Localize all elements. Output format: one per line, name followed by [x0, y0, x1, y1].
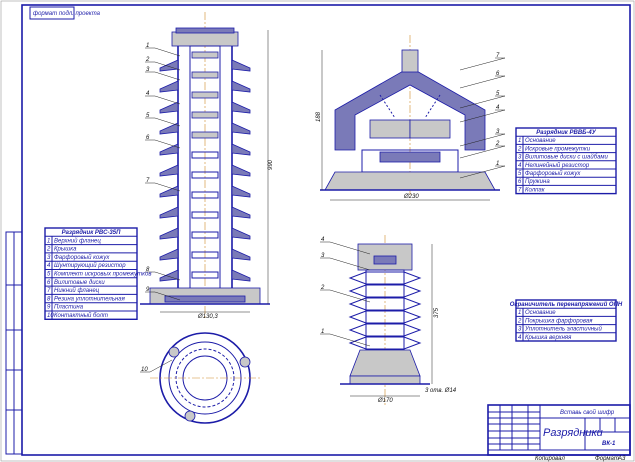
callout-opn-1: 4 — [321, 237, 325, 243]
row-number: 6 — [518, 179, 522, 185]
dim-d1: Ø130,3 990 — [160, 30, 274, 320]
row-number: 4 — [47, 263, 51, 269]
row-label: Нелинейный резистор — [525, 162, 590, 169]
svg-text:Ø170: Ø170 — [377, 398, 393, 404]
row-label: Контактный болт — [54, 312, 108, 319]
svg-text:Ø130,3: Ø130,3 — [197, 314, 218, 320]
callout-dome-3: 5 — [496, 91, 500, 97]
row-label: Основание — [525, 310, 556, 316]
callout-labels: 1 2 3 4 5 6 7 8 9 10 7 6 5 4 3 2 1 4 3 2 1 — [140, 43, 506, 373]
row-number: 6 — [47, 280, 51, 286]
row-number: 10 — [47, 313, 54, 319]
callout-left-2: 2 — [145, 57, 150, 63]
row-label: Покрышка фарфоровая — [525, 318, 593, 324]
row-number: 5 — [47, 272, 51, 278]
row-label: Искровые промежутки — [525, 146, 591, 152]
sheet-designation: ВК-1 — [602, 441, 616, 447]
row-number: 5 — [518, 171, 522, 177]
row-number: 2 — [517, 318, 522, 324]
svg-text:Копировал: Копировал — [535, 456, 565, 462]
callout-dome-2: 6 — [496, 71, 500, 77]
svg-text:А3: А3 — [617, 456, 626, 462]
callout-left-9: 9 — [146, 287, 150, 293]
svg-text:375: 375 — [434, 307, 440, 318]
svg-text:990: 990 — [268, 159, 274, 170]
callout-left-1: 1 — [146, 43, 149, 49]
row-label: Резина уплотнительная — [54, 296, 126, 302]
row-number: 7 — [47, 288, 51, 294]
row-number: 1 — [518, 138, 521, 144]
table-title: Разрядник РВВБ-4У — [536, 130, 597, 136]
document-code: Вставь свой шифр — [560, 409, 615, 416]
row-number: 1 — [518, 310, 521, 316]
row-label: Шунтирующий резистор — [54, 262, 126, 269]
svg-text:3 отв. Ø14: 3 отв. Ø14 — [425, 388, 457, 394]
row-label: Вилитовые диски с шайбами — [525, 154, 609, 161]
row-label: Уплотнитель эластичный — [524, 326, 602, 333]
row-number: 1 — [47, 238, 50, 244]
title-block: Вставь свой шифр Разрядники ВК-1 Копиров… — [487, 404, 631, 462]
row-label: Колпак — [525, 187, 546, 193]
table-title: Разрядник РВС-35П — [62, 230, 121, 236]
svg-text:Формат: Формат — [595, 456, 619, 462]
callout-left-5: 5 — [146, 113, 150, 119]
svg-text:188: 188 — [316, 111, 322, 122]
callout-dome-7: 1 — [496, 161, 499, 167]
row-label: Крышка верхняя — [525, 335, 572, 341]
callout-dome-6: 2 — [495, 141, 500, 147]
callout-left-10: 10 — [141, 367, 148, 373]
row-label: Верхний фланец — [54, 237, 101, 244]
svg-text:Ø230: Ø230 — [403, 194, 419, 200]
row-label: Комплект искровых промежутков — [54, 272, 152, 278]
row-number: 4 — [518, 335, 522, 341]
row-label: Нижний фланец — [54, 287, 100, 294]
drawing-title: Разрядники — [543, 427, 603, 439]
stamp-text: формат подл. проекта — [33, 11, 101, 17]
row-label: Пластина — [54, 305, 84, 311]
callout-left-4: 4 — [146, 91, 150, 97]
row-number: 4 — [518, 163, 522, 169]
spec-table-3: Ограничитель перенапряжений ОПН 1 Основани… — [510, 299, 623, 342]
row-number: 8 — [47, 296, 51, 302]
table-title: Ограничитель перенапряжений ОПН — [510, 301, 623, 308]
callout-left-8: 8 — [146, 267, 150, 273]
arrester-rvvb-section: Ø230 188 — [316, 35, 500, 201]
row-number: 3 — [47, 255, 51, 261]
callout-dome-4: 4 — [496, 105, 500, 111]
callout-opn-3: 2 — [320, 285, 325, 291]
callout-left-6: 6 — [146, 135, 150, 141]
row-label: Основание — [525, 138, 556, 144]
row-number: 3 — [518, 155, 522, 161]
row-label: Крышка — [54, 247, 77, 253]
row-number: 2 — [517, 146, 522, 152]
row-label: Пружина — [525, 179, 550, 185]
arrester-bottom-view — [150, 332, 260, 424]
callout-opn-4: 1 — [321, 329, 324, 335]
callout-dome-1: 7 — [496, 53, 500, 59]
row-number: 2 — [46, 247, 51, 253]
top-stamp: формат подл. проекта — [29, 6, 101, 20]
callout-opn-2: 3 — [321, 253, 325, 259]
left-margin-strip — [5, 231, 23, 455]
callout-dome-5: 3 — [496, 129, 500, 135]
row-number: 7 — [518, 187, 522, 193]
row-number: 9 — [47, 305, 51, 311]
row-label: Фарфоровый кожух — [54, 254, 110, 261]
drawing-frame — [21, 4, 631, 456]
row-number: 3 — [518, 327, 522, 333]
row-label: Фарфоровый кожух — [525, 170, 581, 177]
row-label: Вилитовые диски — [54, 280, 105, 286]
surge-limiter-opn: Ø170 3 отв. Ø14 375 — [340, 235, 457, 405]
arrester-rvs-section — [140, 12, 270, 320]
callout-left-7: 7 — [146, 178, 150, 184]
callout-left-3: 3 — [146, 67, 150, 73]
